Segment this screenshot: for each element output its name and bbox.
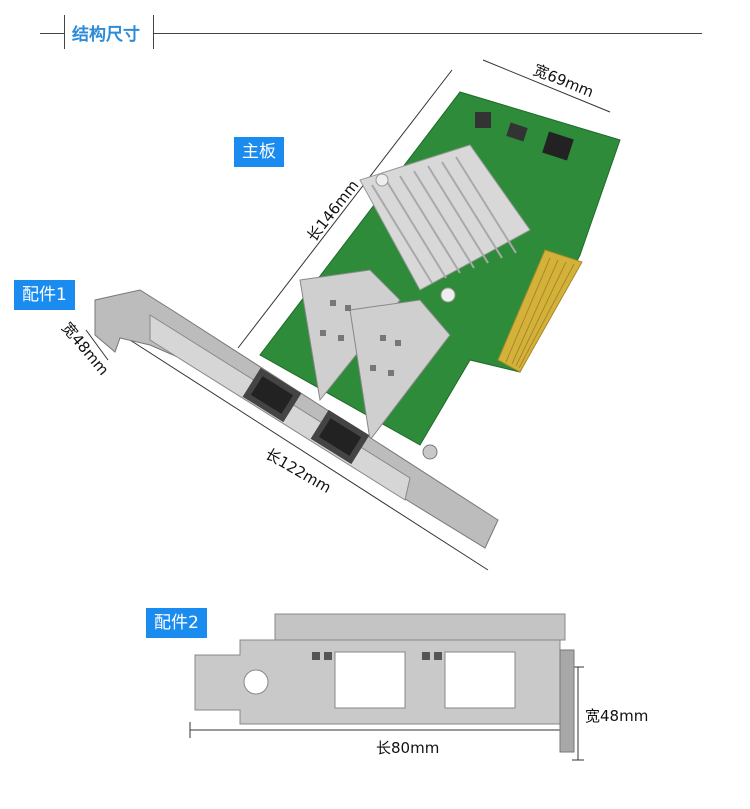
full-height-bracket (94, 289, 499, 549)
bracket1-width-line (85, 329, 109, 361)
section-title: 结构尺寸 (72, 25, 140, 45)
low-profile-bracket (194, 613, 575, 753)
accessory1-label: 配件1 (14, 280, 75, 310)
mainboard-label: 主板 (234, 137, 284, 167)
header-divider (40, 33, 702, 34)
width-dimension-line (482, 59, 611, 113)
network-card-pcb (259, 91, 621, 460)
header-frame (64, 15, 154, 49)
length-dimension-line (237, 69, 453, 349)
bracket2-length-label: 长80mm (376, 739, 440, 757)
bracket1-length-line (129, 339, 489, 571)
accessory2-label: 配件2 (146, 608, 207, 638)
bracket2-width-label: 宽48mm (585, 707, 649, 725)
